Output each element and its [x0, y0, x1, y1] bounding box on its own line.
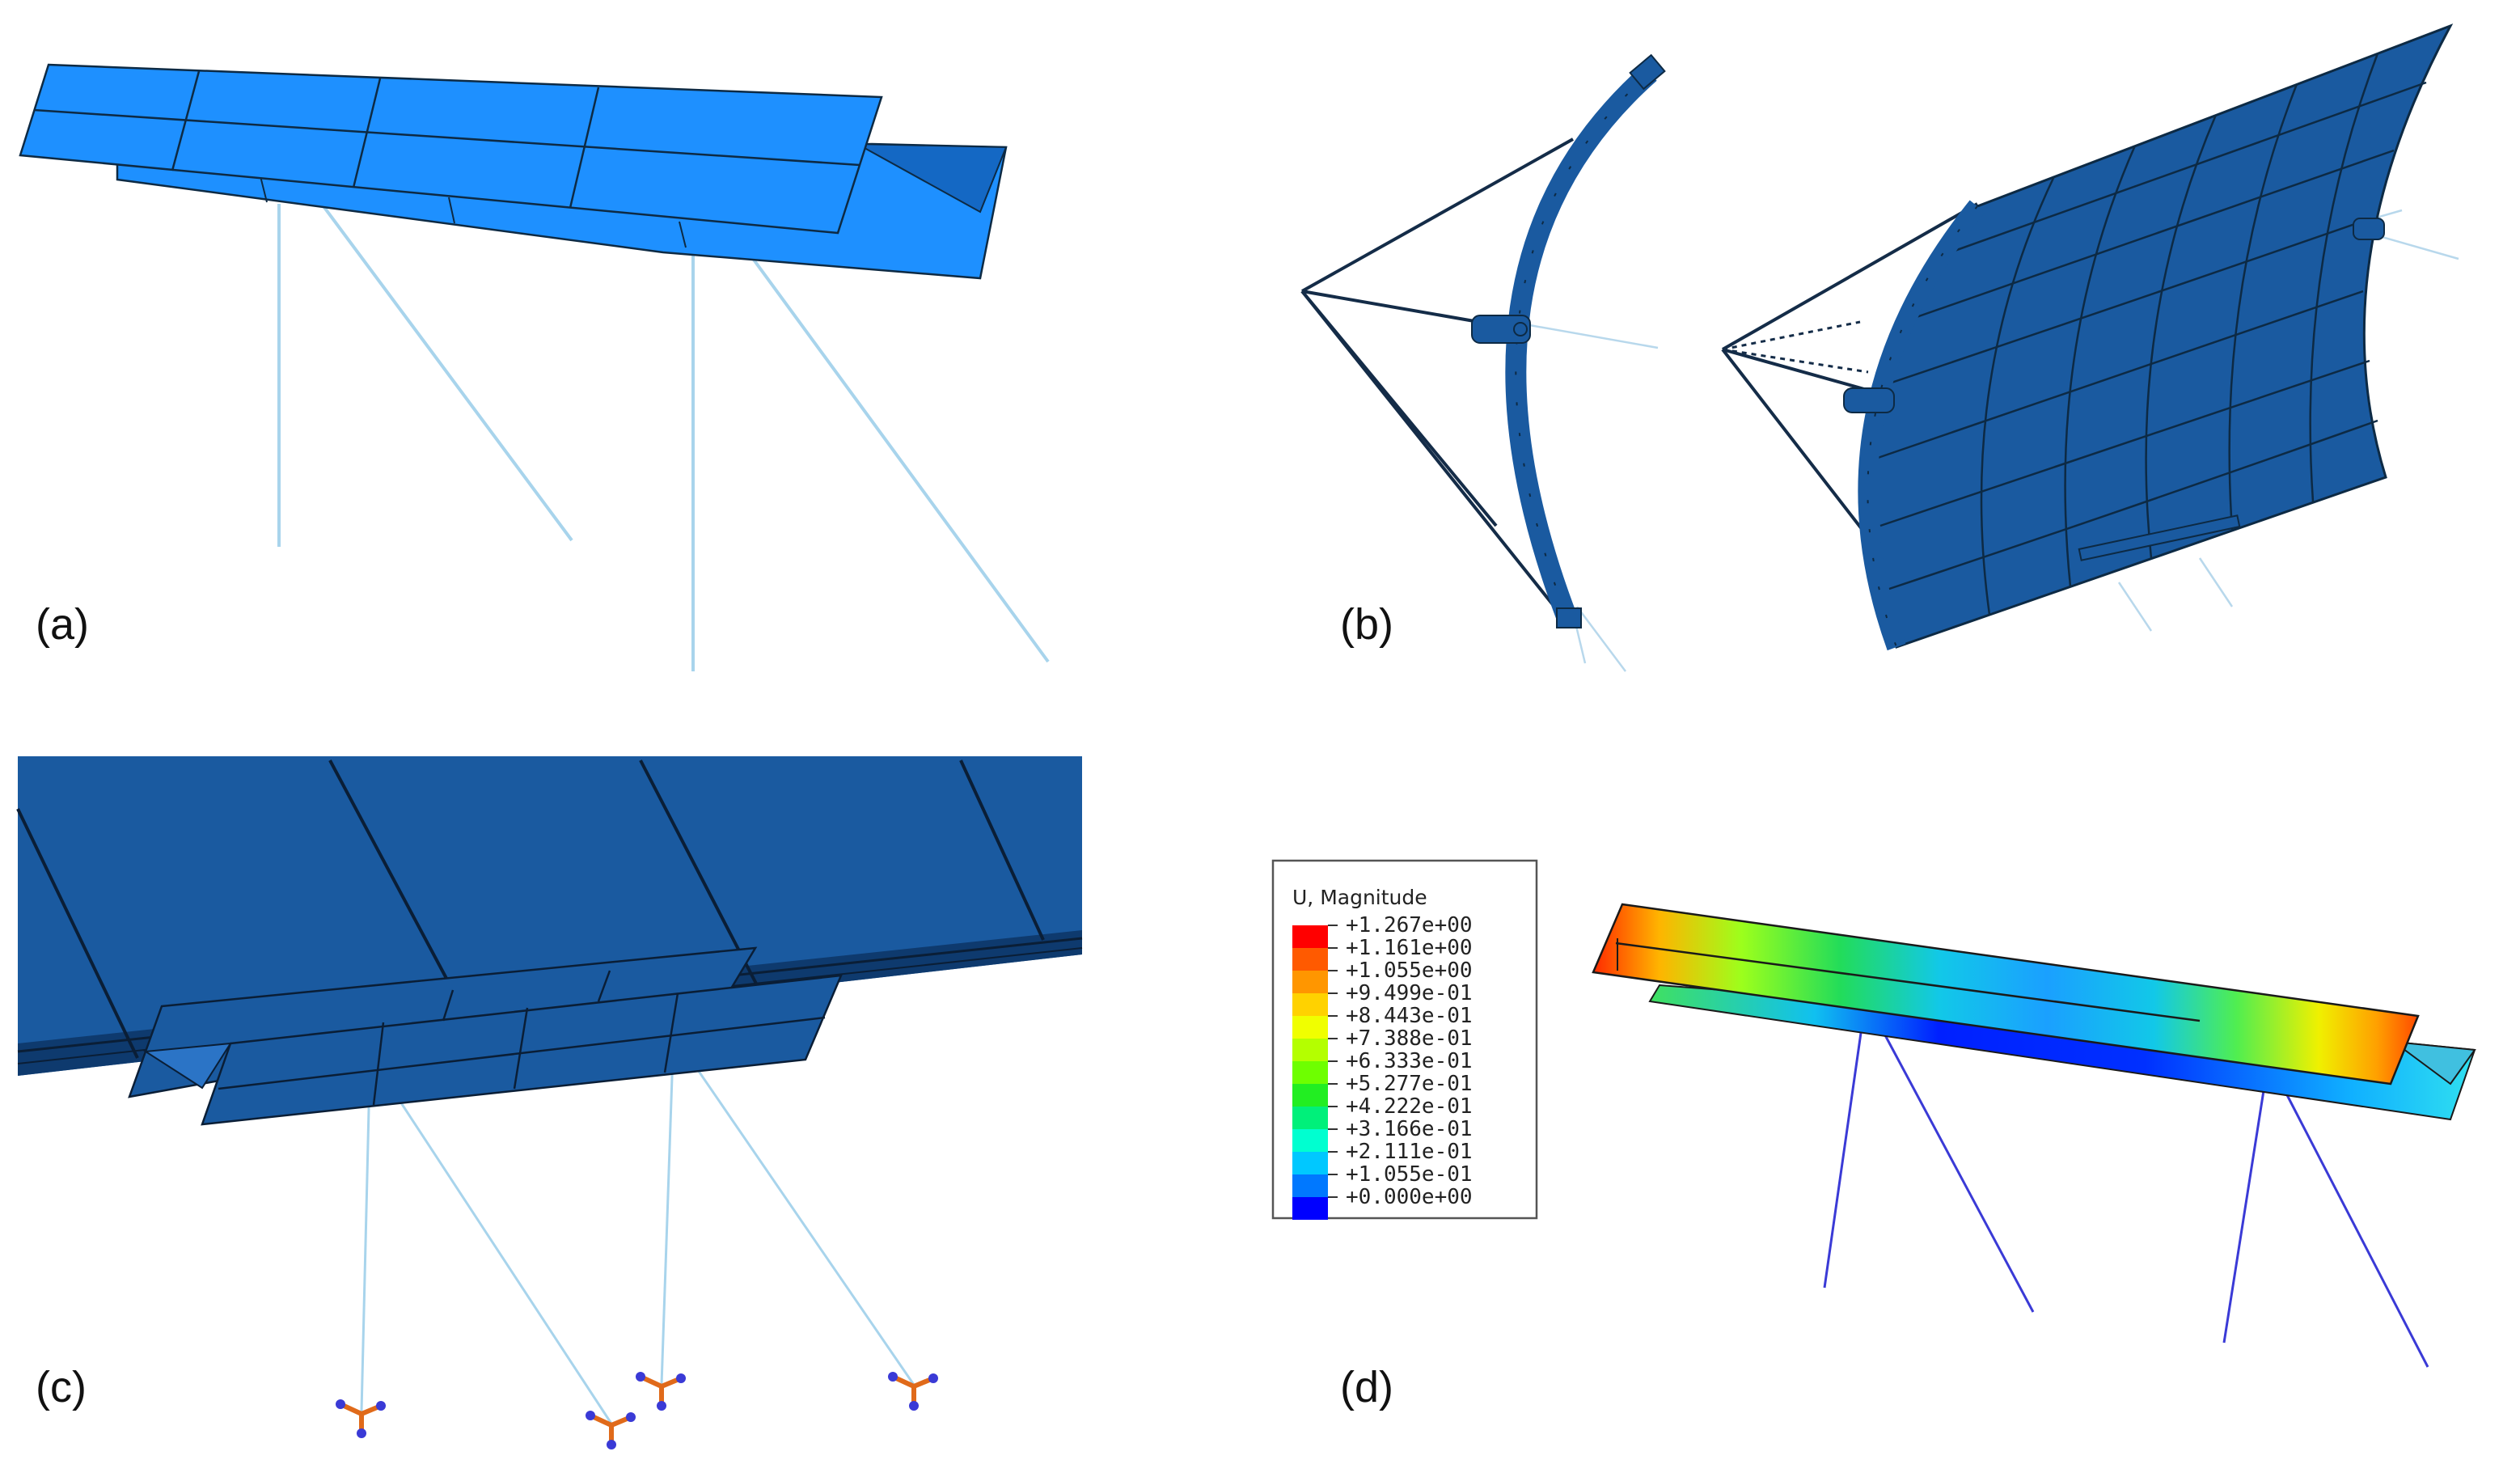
- panel-b-perspective-view: [1721, 23, 2459, 651]
- cable: [382, 1075, 613, 1424]
- support-marker: [636, 1372, 686, 1411]
- panel-c: (c): [16, 756, 1083, 1449]
- panel-d-cables: [1823, 1026, 2429, 1368]
- legend-value: +7.388e-01: [1346, 1026, 1473, 1051]
- legend-value: +0.000e+00: [1346, 1185, 1473, 1209]
- cable: [1823, 1026, 1863, 1289]
- legend-swatch: [1292, 925, 1328, 948]
- cable: [360, 1075, 371, 1412]
- legend-value: +8.443e-01: [1346, 1004, 1473, 1028]
- legend-swatch: [1292, 993, 1328, 1016]
- cable: [741, 243, 1050, 663]
- panel-b-side-view: [1300, 53, 1666, 672]
- legend-labels: +1.267e+00+1.161e+00+1.055e+00+9.499e-01…: [1328, 913, 1473, 1209]
- panel-label: (a): [36, 600, 89, 649]
- panel-d-upper-plate: [1592, 903, 2420, 1085]
- cable: [2284, 1091, 2429, 1368]
- contour-legend: U, Magnitude +1.267e+00+1.161e+00+1.055e…: [1271, 859, 1538, 1220]
- legend-swatch: [1292, 1061, 1328, 1084]
- legend-swatch: [1292, 1129, 1328, 1152]
- panel-d-lower-plate: [1648, 984, 2476, 1121]
- cable: [1883, 1033, 2035, 1313]
- legend-value: +1.161e+00: [1346, 936, 1473, 960]
- panel-label: (c): [36, 1363, 87, 1411]
- panel-label: (d): [1340, 1363, 1393, 1411]
- legend-swatch: [1292, 1084, 1328, 1107]
- legend-title: U, Magnitude: [1292, 886, 1427, 909]
- legend-swatch: [1292, 971, 1328, 993]
- legend-value: +3.166e-01: [1346, 1117, 1473, 1141]
- support-marker: [336, 1399, 386, 1438]
- legend-value: +9.499e-01: [1346, 981, 1473, 1005]
- cable: [686, 1054, 915, 1386]
- panel-a-cables: [277, 204, 1050, 671]
- legend-swatch: [1292, 1152, 1328, 1174]
- legend-swatch: [1292, 1107, 1328, 1129]
- cable: [2222, 1085, 2266, 1344]
- legend-value: +1.267e+00: [1346, 913, 1473, 937]
- legend-value: +6.333e-01: [1346, 1049, 1473, 1073]
- legend-value: +1.055e-01: [1346, 1162, 1473, 1187]
- legend-swatches: [1292, 925, 1328, 1220]
- legend-value: +2.111e-01: [1346, 1140, 1473, 1164]
- legend-value: +4.222e-01: [1346, 1094, 1473, 1119]
- cable: [660, 1052, 674, 1386]
- support-marker: [586, 1411, 636, 1449]
- legend-swatch: [1292, 948, 1328, 971]
- legend-swatch: [1292, 1174, 1328, 1197]
- cable: [322, 205, 573, 542]
- panel-d: U, Magnitude +1.267e+00+1.161e+00+1.055e…: [1271, 859, 2476, 1411]
- panel-c-cables: [360, 1052, 915, 1424]
- panel-b: (b): [1300, 23, 2459, 672]
- panel-a-upper-plate: [19, 63, 883, 235]
- panel-label: (b): [1340, 600, 1393, 649]
- support-marker: [888, 1372, 938, 1411]
- panel-c-lower-plates: [128, 946, 843, 1126]
- panel-a: (a): [19, 63, 1050, 671]
- legend-value: +5.277e-01: [1346, 1072, 1473, 1096]
- legend-value: +1.055e+00: [1346, 959, 1473, 983]
- legend-swatch: [1292, 1016, 1328, 1039]
- legend-swatch: [1292, 1039, 1328, 1061]
- legend-swatch: [1292, 1197, 1328, 1220]
